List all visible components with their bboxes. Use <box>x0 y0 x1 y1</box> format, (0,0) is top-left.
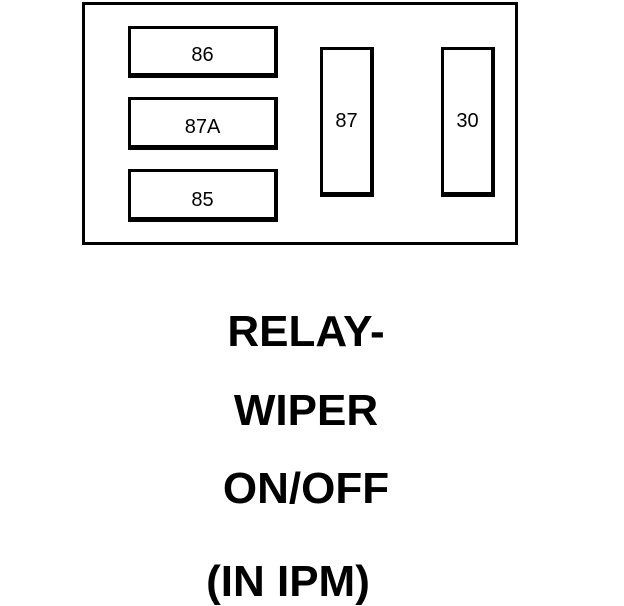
terminal-87: 87 <box>320 47 374 197</box>
terminal-30: 30 <box>441 47 495 197</box>
terminal-86-label: 86 <box>191 44 214 66</box>
caption-line-1: RELAY- <box>227 307 385 356</box>
caption-line-3: ON/OFF <box>222 464 390 513</box>
terminal-87-label: 87 <box>335 110 358 132</box>
caption-line-4: (IN IPM) <box>206 557 370 606</box>
terminal-87a-label: 87A <box>184 115 221 138</box>
terminal-30-label: 30 <box>456 110 479 132</box>
terminal-86: 86 <box>128 26 278 78</box>
relay-outline <box>82 2 518 245</box>
caption-line-2: WIPER <box>233 386 379 435</box>
terminal-85-label: 85 <box>191 188 214 211</box>
terminal-85: 85 <box>128 169 278 222</box>
terminal-87a: 87A <box>128 97 278 150</box>
